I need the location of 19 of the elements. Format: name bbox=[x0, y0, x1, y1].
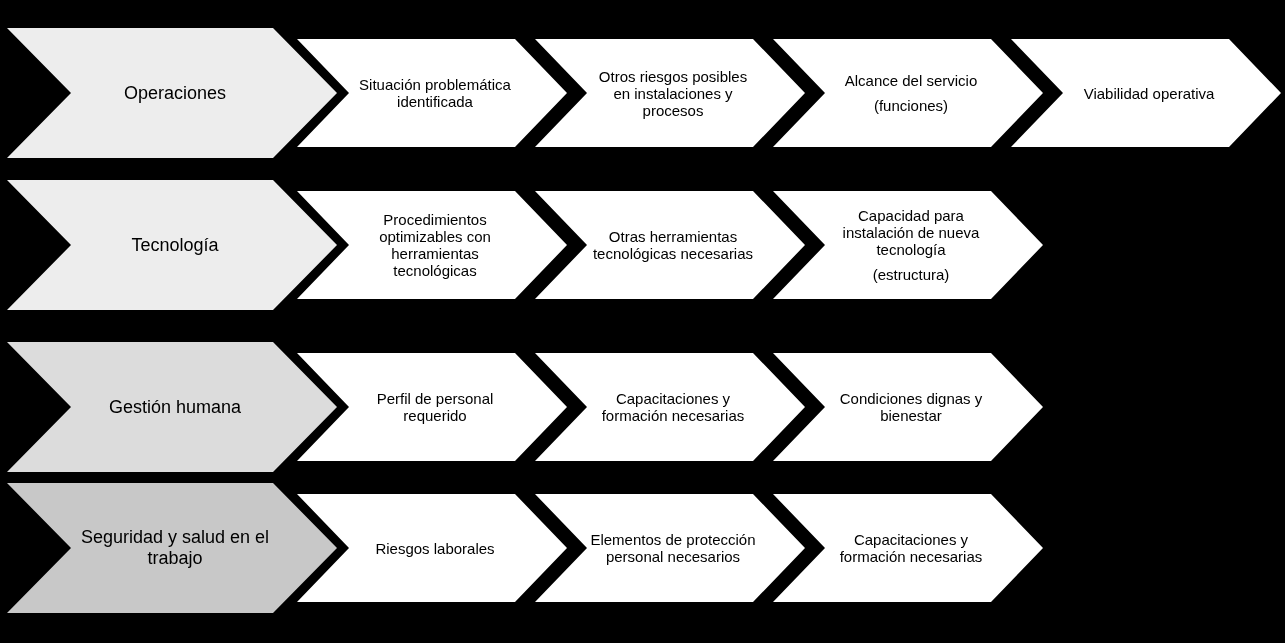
chevron-label: Riesgos laborales bbox=[375, 539, 495, 557]
chevron-label: Viabilidad operativa bbox=[1083, 84, 1215, 102]
chevron-label: (funciones) bbox=[873, 97, 949, 114]
chevron-label: Perfil de personal requerido bbox=[375, 390, 495, 424]
chevron-label: Situación problemática identificada bbox=[358, 76, 512, 110]
chevron-label: Capacidad para instalación de nueva tecnología bbox=[841, 207, 981, 258]
chevron-label: Procedimientos optimizables con herramientas tecnológicas bbox=[378, 211, 492, 279]
chevron-label: Elementos de protección personal necesarios bbox=[589, 531, 757, 565]
chevron-label: Gestión humana bbox=[108, 396, 242, 418]
chevron-label: (estructura) bbox=[872, 266, 950, 283]
chevron-label: Capacitaciones y formación necesarias bbox=[838, 531, 984, 565]
chevron-label: Seguridad y salud en el trabajo bbox=[79, 527, 271, 569]
chevron-label: Condiciones dignas y bienestar bbox=[838, 390, 984, 424]
chevron-label: Operaciones bbox=[123, 82, 227, 104]
chevron-label: Otras herramientas tecnológicas necesarias bbox=[591, 228, 755, 262]
chevron-label: Otros riesgos posibles en instalaciones y procesos bbox=[597, 67, 749, 119]
chevron-label: Alcance del servicio bbox=[844, 72, 978, 89]
chevron-label: Capacitaciones y formación necesarias bbox=[600, 390, 746, 424]
chevron-label: Tecnología bbox=[131, 234, 219, 256]
